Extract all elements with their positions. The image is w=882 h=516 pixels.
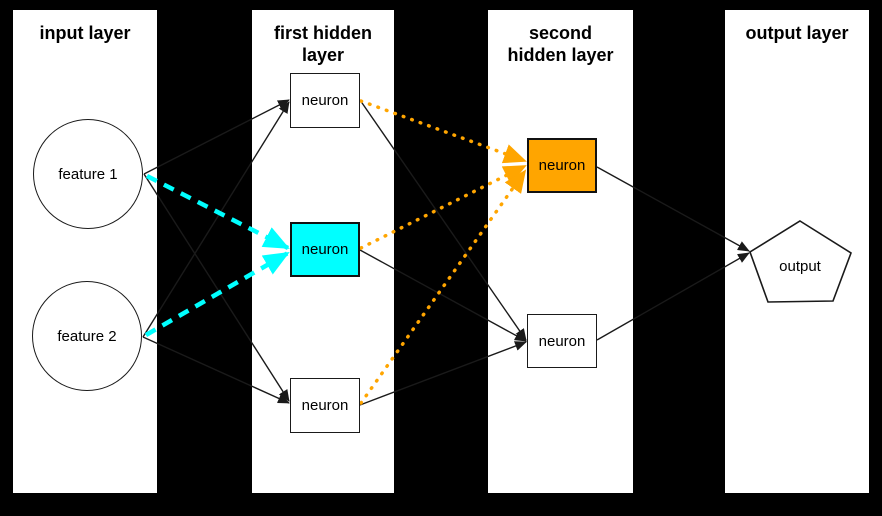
- panel-title-second-hidden-layer: second hidden layer: [507, 23, 614, 65]
- panel-title-input-layer: input layer: [39, 23, 131, 43]
- panel-second-hidden-layer: second hidden layer: [488, 10, 633, 493]
- panel-output-layer: output layer: [725, 10, 869, 493]
- panel-input-layer: input layer: [13, 10, 157, 493]
- panel-title-output-layer: output layer: [745, 23, 849, 43]
- panel-title-first-hidden-layer: first hidden layer: [274, 23, 372, 65]
- panel-first-hidden-layer: first hidden layer: [252, 10, 394, 493]
